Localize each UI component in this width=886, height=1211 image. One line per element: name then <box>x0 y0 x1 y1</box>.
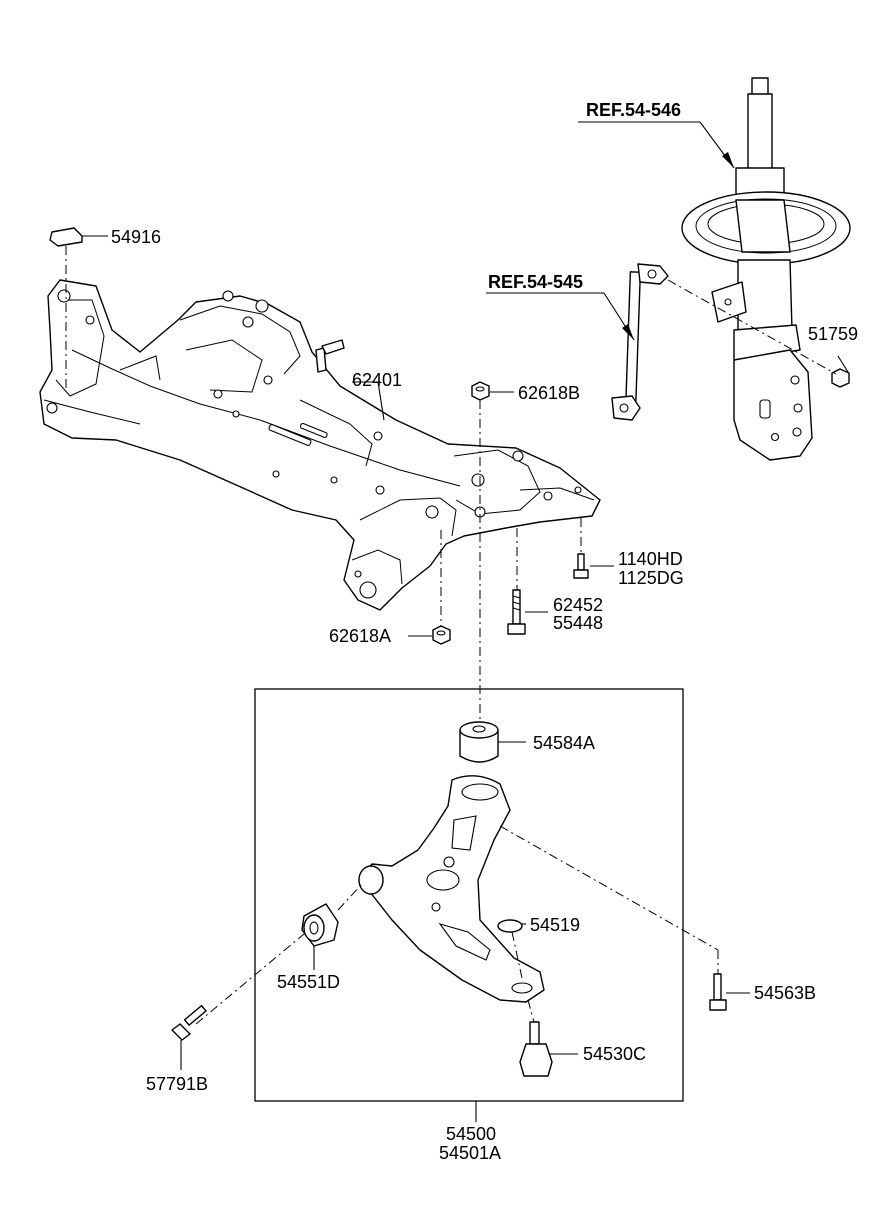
bolt-1140hd <box>573 553 589 579</box>
bushing-54584a <box>459 721 499 763</box>
label-1140hd: 1140HD <box>618 549 683 569</box>
label-1125dg: 1125DG <box>618 568 684 588</box>
label-54519: 54519 <box>530 915 580 935</box>
label-54530c: 54530C <box>583 1044 646 1064</box>
label-62452: 62452 <box>553 595 603 615</box>
leader-lines <box>82 121 849 1122</box>
label-62401: 62401 <box>352 370 402 390</box>
stabilizer-link <box>611 263 669 421</box>
bushing-54551d <box>301 903 339 947</box>
bolt-62452 <box>507 589 526 635</box>
assembly-lines <box>65 246 837 1025</box>
label-62618a: 62618A <box>329 626 391 646</box>
label-54500: 54500 <box>446 1124 496 1144</box>
lower-arm-kit-frame <box>254 688 684 1102</box>
bolt-57791b <box>171 1004 207 1041</box>
label-55448: 55448 <box>553 613 603 633</box>
nut-51759 <box>831 368 850 388</box>
label-54584a: 54584A <box>533 733 595 753</box>
strut-assembly <box>681 77 851 461</box>
label-54563b: 54563B <box>754 983 816 1003</box>
lower-control-arm <box>358 775 545 1003</box>
crossmember-subframe <box>39 279 601 611</box>
bolt-54563b <box>709 973 727 1011</box>
part-labels: REF.54-546 REF.54-545 54916 62401 62618B… <box>111 100 858 1163</box>
rubber-pad <box>49 227 83 247</box>
nut-62618b <box>471 381 490 401</box>
label-62618b: 62618B <box>518 383 580 403</box>
label-54551d: 54551D <box>277 972 340 992</box>
label-57791b: 57791B <box>146 1074 208 1094</box>
ball-joint-54530c <box>519 1021 553 1077</box>
label-ref-54-546: REF.54-546 <box>586 100 681 120</box>
snap-ring-54519 <box>497 919 523 933</box>
nut-62618a <box>432 625 451 645</box>
label-54501a: 54501A <box>439 1143 501 1163</box>
label-ref-54-545: REF.54-545 <box>488 272 583 292</box>
label-51759: 51759 <box>808 324 858 344</box>
label-54916: 54916 <box>111 227 161 247</box>
